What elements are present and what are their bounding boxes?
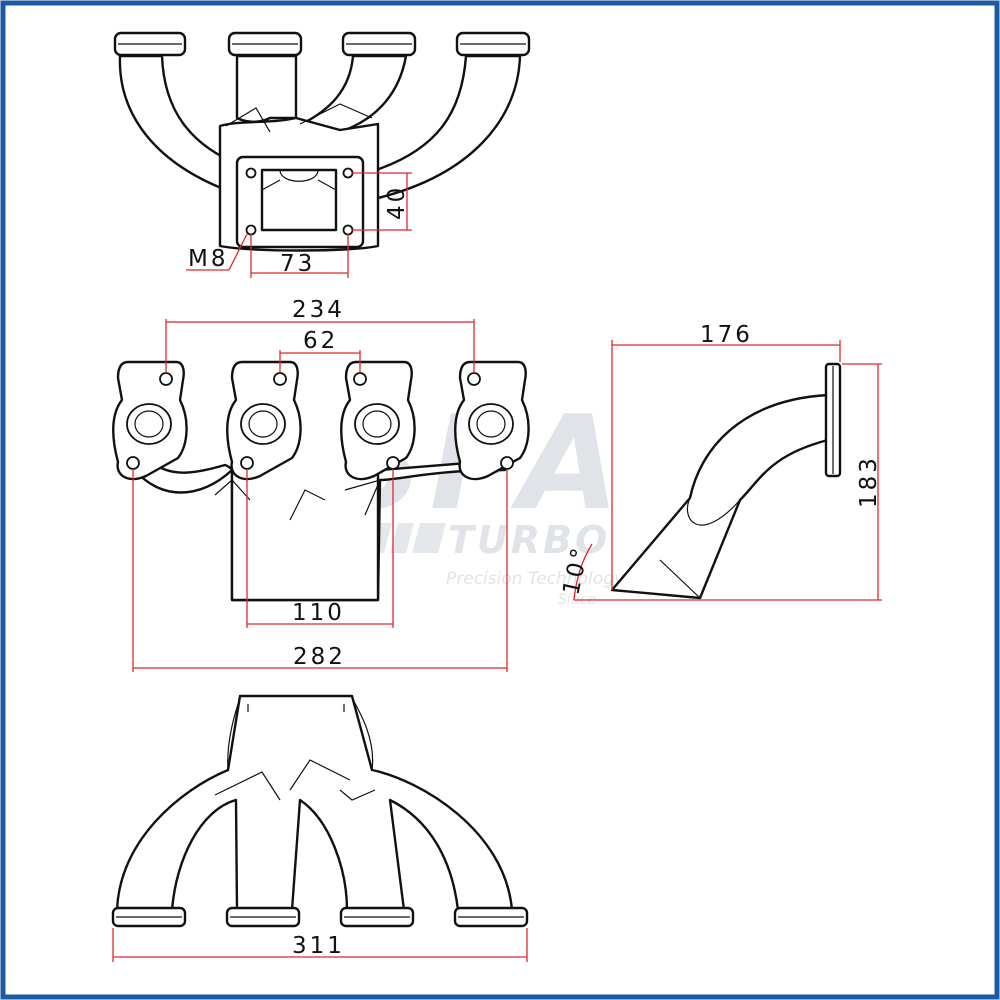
watermark-brand: TURBO bbox=[448, 518, 610, 562]
watermark-tagline: Precision Technology bbox=[446, 569, 625, 589]
port-opening-inner bbox=[134, 410, 164, 438]
top-flange-caps bbox=[113, 31, 531, 57]
dimension-176-label: 176 bbox=[700, 322, 753, 348]
front-collector bbox=[230, 468, 380, 602]
thread-callout: M8 bbox=[186, 233, 248, 272]
dimension-311-label: 311 bbox=[292, 933, 345, 959]
side-pipe bbox=[610, 393, 830, 600]
port-opening-inner bbox=[248, 410, 278, 438]
dimension-110: 110 bbox=[246, 469, 394, 628]
top-runner-3 bbox=[298, 54, 408, 134]
port-bolt-hole bbox=[467, 372, 481, 386]
bottom-view: 311 bbox=[111, 694, 529, 962]
port-bolt-hole bbox=[353, 372, 367, 386]
dimension-62-label: 62 bbox=[303, 328, 338, 354]
port-bolt-hole bbox=[500, 456, 514, 470]
dimension-110-label: 110 bbox=[292, 600, 345, 626]
flange-bolt-hole bbox=[342, 167, 354, 179]
top-collector-crease bbox=[225, 103, 373, 133]
thread-label: M8 bbox=[188, 246, 228, 272]
port-opening-inner bbox=[362, 410, 392, 438]
bottom-flange-caps bbox=[111, 906, 529, 928]
turbo-outlet-inner bbox=[261, 169, 337, 191]
port-bolt-hole bbox=[126, 456, 140, 470]
dimension-62: 62 bbox=[279, 328, 361, 373]
side-pipe-seam bbox=[659, 497, 741, 599]
dimension-40-label: 40 bbox=[384, 185, 410, 220]
dimension-234: 234 bbox=[165, 297, 475, 373]
bottom-detail bbox=[214, 697, 376, 801]
port-bolt-hole bbox=[240, 456, 254, 470]
dimension-311: 311 bbox=[112, 928, 528, 962]
front-view: 234 62 110 282 bbox=[112, 297, 530, 672]
front-collector-detail bbox=[214, 479, 382, 521]
top-runner-2 bbox=[235, 54, 298, 123]
port-opening bbox=[126, 403, 172, 445]
dimension-73: 73 bbox=[250, 234, 349, 278]
dimension-176: 176 bbox=[611, 322, 841, 590]
dimension-183-label: 183 bbox=[856, 455, 882, 508]
flange-bolt-hole bbox=[245, 224, 257, 236]
port-bolt-hole bbox=[159, 372, 173, 386]
dimension-40: 40 bbox=[352, 172, 412, 231]
flange-bolt-hole bbox=[245, 167, 257, 179]
dimension-73-label: 73 bbox=[280, 251, 315, 277]
port-opening bbox=[240, 403, 286, 445]
port-bolt-hole bbox=[386, 456, 400, 470]
port-opening bbox=[354, 403, 400, 445]
flange-bolt-hole bbox=[342, 224, 354, 236]
turbo-outlet bbox=[260, 168, 338, 232]
dimension-234-label: 234 bbox=[292, 297, 345, 323]
dimension-183: 183 bbox=[700, 363, 882, 601]
bottom-collector bbox=[115, 694, 514, 912]
port-opening bbox=[468, 403, 514, 445]
dimension-282: 282 bbox=[132, 469, 508, 672]
port-opening-inner bbox=[476, 410, 506, 438]
angle-arc bbox=[573, 543, 593, 601]
port-bolt-hole bbox=[273, 372, 287, 386]
dimension-282-label: 282 bbox=[293, 644, 346, 670]
top-view: 40 73 M8 bbox=[113, 31, 531, 278]
